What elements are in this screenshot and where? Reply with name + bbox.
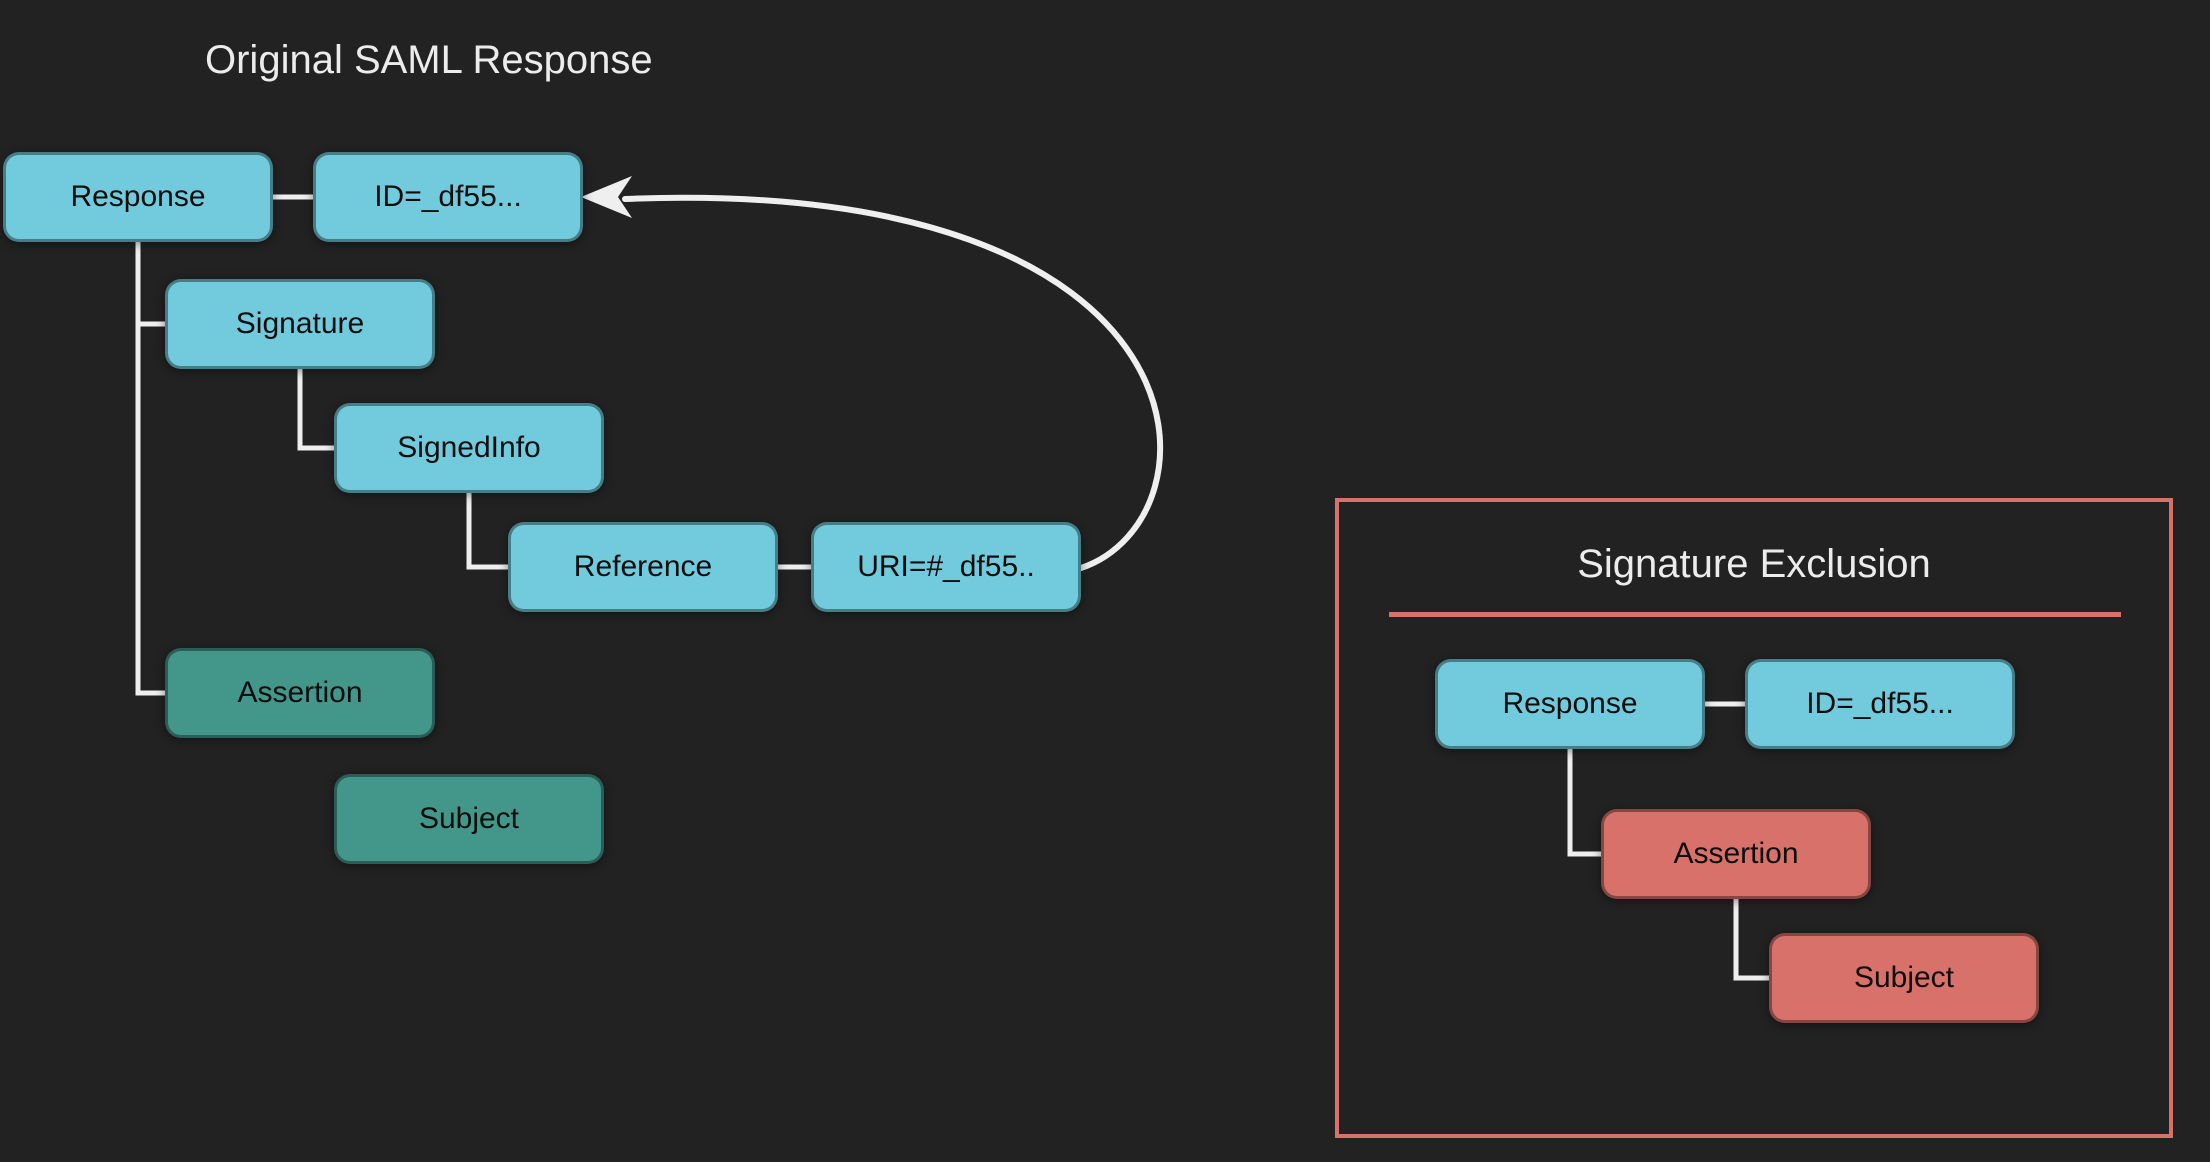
uri-to-id-arrow-curve [622,194,1164,571]
edge-response-assertion [135,242,165,696]
main-diagram-title: Original SAML Response [205,38,653,82]
node-id-attribute: ID=_df55... [313,152,583,242]
node-reference: Reference [508,522,778,612]
uri-to-id-arrow-head-icon [581,176,632,218]
panel-node-response: Response [1435,659,1705,749]
edge-signedinfo-reference [466,493,508,570]
node-response: Response [3,152,273,242]
edge-panel-assertion-subject [1733,899,1769,981]
exclusion-panel-title: Signature Exclusion [1577,542,1931,586]
node-signature: Signature [165,279,435,369]
node-uri-attribute: URI=#_df55.. [811,522,1081,612]
panel-node-id-attribute: ID=_df55... [1745,659,2015,749]
node-subject: Subject [334,774,604,864]
edge-panel-response-assertion [1567,749,1601,857]
node-assertion: Assertion [165,648,435,738]
exclusion-panel-title-underline [1389,612,2121,617]
node-signedinfo: SignedInfo [334,403,604,493]
panel-node-subject: Subject [1769,933,2039,1023]
signature-exclusion-panel [1335,498,2173,1138]
panel-node-assertion: Assertion [1601,809,1871,899]
edge-signature-signedinfo [297,369,334,451]
